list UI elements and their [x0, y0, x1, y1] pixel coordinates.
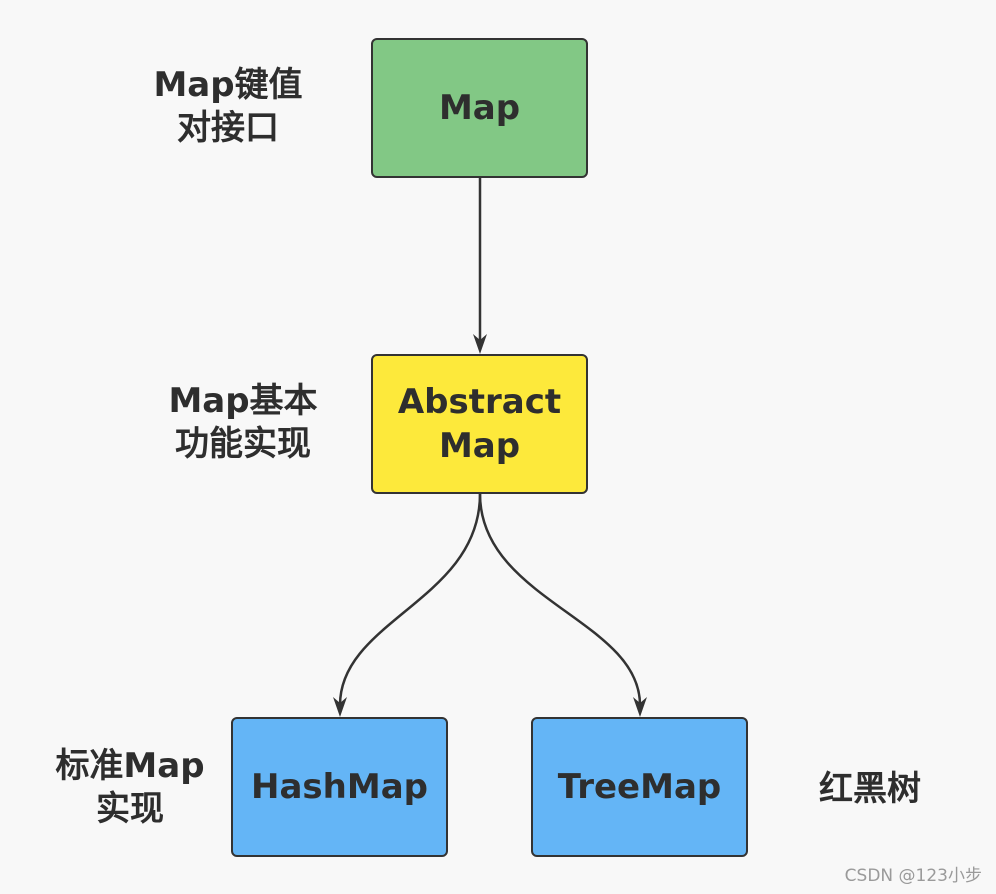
map-node-label: Map — [438, 87, 521, 128]
map-annotation: Map键值 对接口 — [128, 64, 328, 149]
hash-map-annotation-line2: 实现 — [96, 788, 164, 829]
map-node: Map — [371, 38, 588, 178]
arrowhead-tree-map — [633, 697, 647, 717]
tree-map-annotation: 红黑树 — [790, 768, 950, 811]
abstract-map-annotation-line2: 功能实现 — [175, 423, 311, 464]
abstract-map-annotation: Map基本 功能实现 — [143, 380, 343, 465]
arrowhead-abstract-map — [473, 334, 487, 354]
edge-abstract-map-to-hash-map — [338, 493, 482, 706]
hash-map-annotation-line1: 标准Map — [55, 746, 205, 786]
map-annotation-line2: 对接口 — [177, 107, 279, 148]
hash-map-node-label: HashMap — [251, 766, 428, 807]
watermark: CSDN @123小步 — [844, 866, 982, 886]
hash-map-node: HashMap — [231, 717, 448, 857]
abstract-map-annotation-line1: Map基本 — [168, 381, 318, 421]
arrowhead-hash-map — [333, 697, 347, 717]
tree-map-node-label: TreeMap — [557, 766, 722, 807]
tree-map-annotation-label: 红黑树 — [819, 769, 921, 809]
abstract-map-node: Abstract Map — [371, 354, 588, 494]
abstract-map-node-line1: Abstract — [397, 381, 562, 422]
abstract-map-node-line2: Map — [438, 426, 521, 466]
hash-map-annotation: 标准Map 实现 — [30, 745, 230, 830]
tree-map-node: TreeMap — [531, 717, 748, 857]
edge-abstract-map-to-tree-map — [478, 493, 642, 706]
map-annotation-line1: Map键值 — [153, 65, 303, 105]
